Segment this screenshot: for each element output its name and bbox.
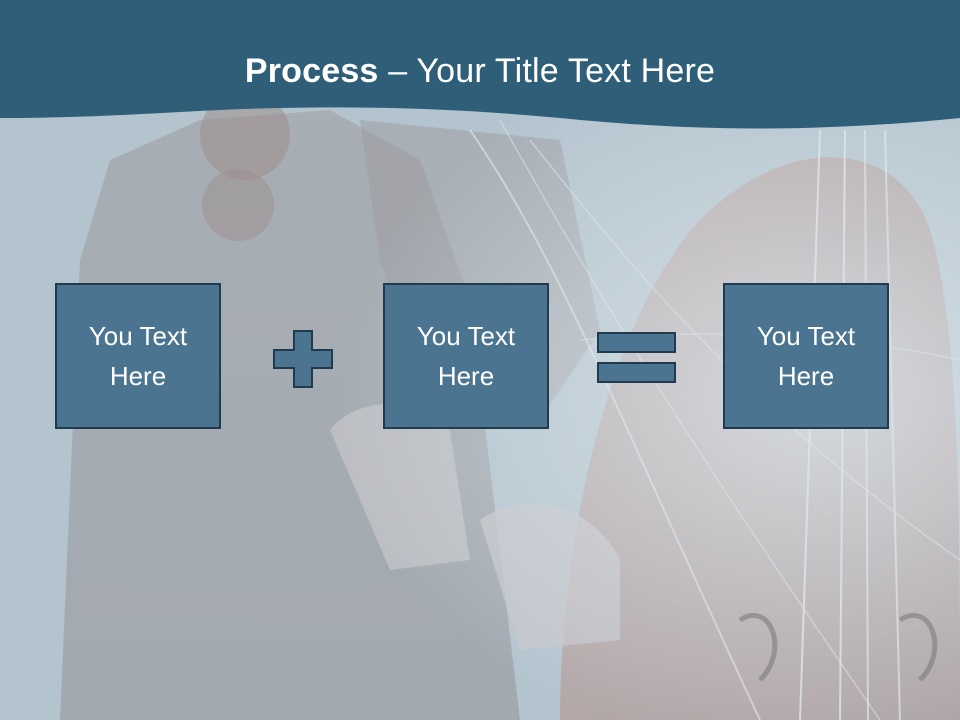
equals-icon xyxy=(597,332,676,383)
process-box-1-text: You Text Here xyxy=(88,321,188,391)
result-box-text: You Text Here xyxy=(756,321,856,391)
plus-icon xyxy=(273,330,333,388)
title-bold: Process xyxy=(244,52,379,90)
title-dash: – xyxy=(378,52,417,90)
process-box-2-text: You Text Here xyxy=(416,321,516,391)
header-band xyxy=(0,0,960,129)
process-box-1[interactable]: You Text Here xyxy=(55,283,221,429)
slide-title: Process – Your Title Text Here xyxy=(0,52,960,91)
process-box-2[interactable]: You Text Here xyxy=(383,283,549,429)
title-rest: Your Title Text Here xyxy=(416,52,716,90)
result-box[interactable]: You Text Here xyxy=(723,283,889,429)
